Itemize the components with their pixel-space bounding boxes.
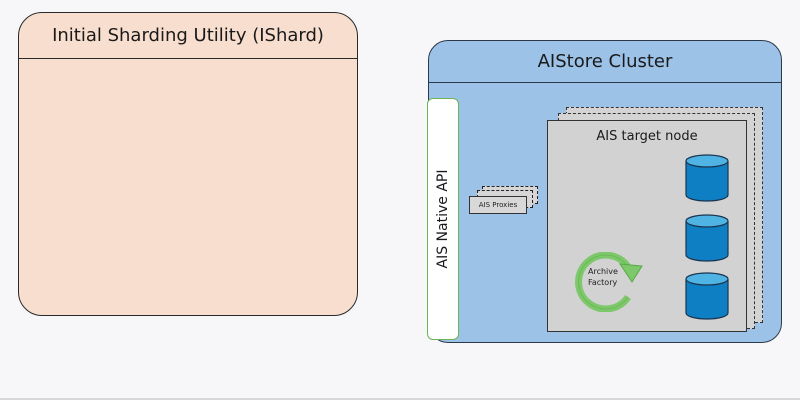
factory-label-line1: Archive — [588, 267, 618, 276]
cluster-title: AIStore Cluster — [429, 41, 781, 83]
factory-label-line2: Factory — [588, 278, 618, 287]
ais-native-api: AIS Native API — [427, 98, 459, 340]
target-node-title: AIS target node — [596, 129, 698, 144]
archive-factory-label: Archive Factory — [588, 266, 618, 288]
ishard-title: Initial Sharding Utility (IShard) — [19, 13, 357, 59]
disk-icon — [685, 272, 729, 320]
disk-icon — [685, 214, 729, 262]
ais-proxies: AIS Proxies — [469, 196, 527, 214]
divider — [0, 398, 800, 400]
native-api-label: AIS Native API — [435, 169, 451, 269]
cycle-arrow-icon — [575, 252, 643, 312]
disk-icon — [685, 154, 729, 202]
ishard-box: Initial Sharding Utility (IShard) — [18, 12, 358, 316]
